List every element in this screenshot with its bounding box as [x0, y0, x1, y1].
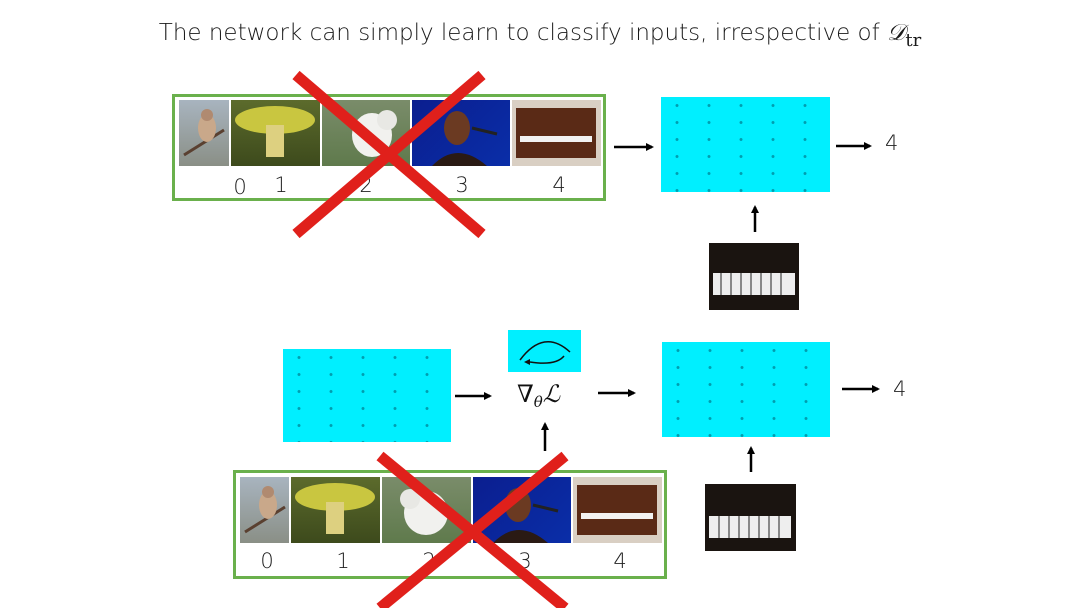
title-math-symbol: 𝒟 — [887, 20, 906, 46]
top-output-label: 4 — [885, 131, 899, 155]
theta-subscript: θ — [533, 393, 543, 411]
update-loop-box — [508, 330, 581, 372]
meta-learner-box — [283, 349, 451, 442]
title-math-subscript: tr — [905, 30, 922, 51]
top-label-4: 4 — [552, 173, 566, 197]
gradient-update: ∇θℒ — [517, 380, 561, 411]
slide-title: The network can simply learn to classify… — [0, 20, 1080, 51]
bottom-label-0: 0 — [260, 549, 274, 573]
bottom-label-1: 1 — [336, 549, 350, 573]
top-label-1: 1 — [274, 173, 288, 197]
bottom-label-4: 4 — [613, 549, 627, 573]
bottom-query-piano-image — [705, 484, 796, 551]
nabla-symbol: ∇ — [517, 380, 534, 408]
bird-image — [179, 100, 229, 166]
loop-arrow-icon — [519, 340, 571, 365]
bottom-output-label: 4 — [893, 377, 907, 401]
top-network-box — [661, 97, 830, 192]
bottom-network-box — [662, 342, 830, 437]
title-text: The network can simply learn to classify… — [158, 20, 888, 46]
top-label-0: 0 — [233, 175, 247, 199]
loss-symbol: ℒ — [542, 380, 561, 408]
piano-image — [512, 100, 601, 166]
bottom-mushroom-image — [291, 477, 380, 543]
bottom-bird-image — [240, 477, 289, 543]
query-piano-image — [709, 243, 799, 310]
bottom-piano-image — [573, 477, 662, 543]
